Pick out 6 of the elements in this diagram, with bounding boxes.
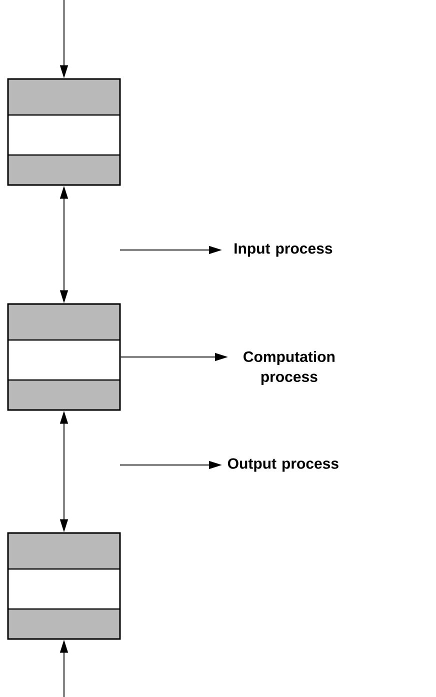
layered-block [7, 78, 121, 186]
process-label: Output process [228, 458, 338, 472]
layered-block [7, 303, 121, 411]
process-label: Computation process [244, 351, 334, 385]
process-label: Input process [234, 243, 332, 257]
layered-block [7, 532, 121, 640]
